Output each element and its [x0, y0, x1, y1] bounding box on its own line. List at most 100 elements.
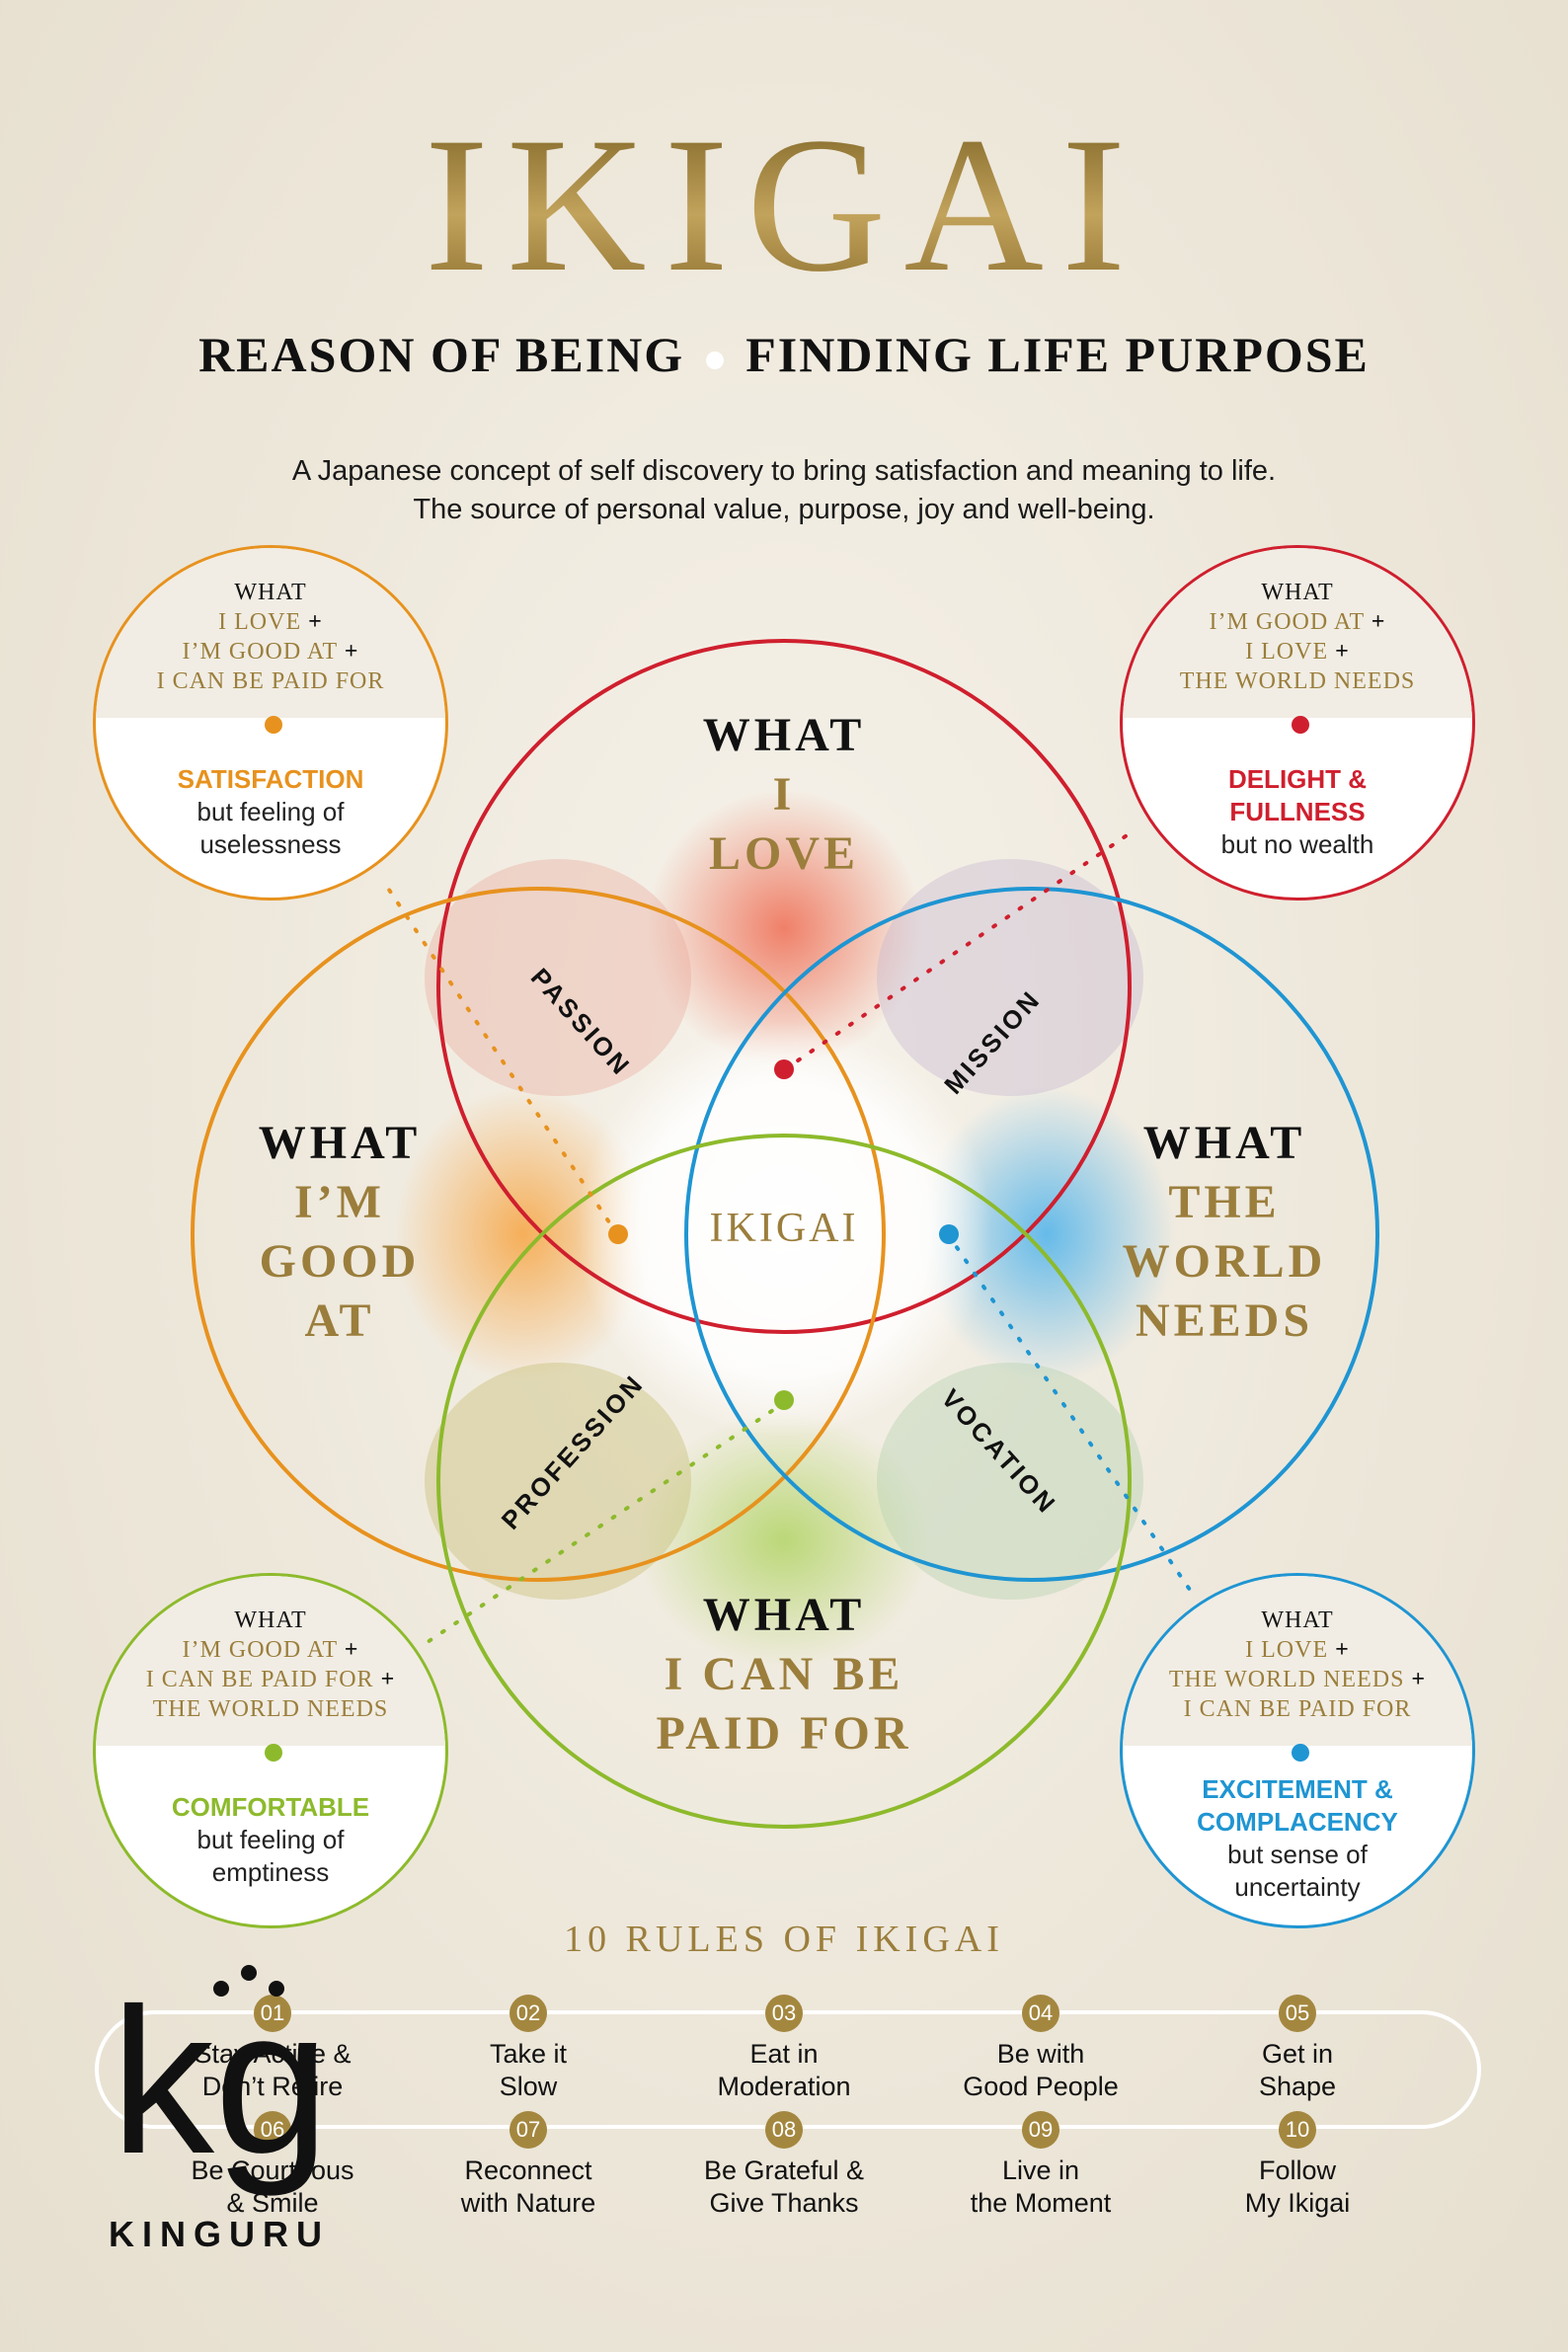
mission-tint — [877, 859, 1143, 1096]
rule-text-line2: Don’t Retire — [201, 2072, 344, 2101]
label-what-i-can-be-paid-for: WHAT I CAN BE PAID FOR — [587, 1586, 981, 1764]
callout-heading-line1: EXCITEMENT & — [1202, 1774, 1393, 1804]
callout-what: WHAT — [1261, 580, 1334, 605]
callout-body-line1: but feeling of — [196, 797, 345, 826]
kinguru-logo-icon: kg — [111, 1965, 330, 2197]
rule-text-line2: & Smile — [226, 2188, 319, 2218]
subtitle-separator-dot — [706, 351, 725, 369]
rule-text-line1: Be with — [996, 2039, 1085, 2069]
callout-conditions: WHAT I’M GOOD AT + I CAN BE PAID FOR + T… — [96, 1606, 445, 1724]
plus-sign: + — [1411, 1667, 1427, 1692]
rule-item: 09 Live in the Moment — [922, 2111, 1159, 2220]
rule-number-badge: 03 — [765, 1995, 803, 2032]
subtitle-left: REASON OF BEING — [198, 327, 685, 382]
callout-body-line1: but sense of — [1227, 1840, 1368, 1869]
callout-heading: COMFORTABLE — [171, 1792, 370, 1822]
rule-text-line2: Give Thanks — [709, 2188, 859, 2218]
callout-top-band — [1123, 548, 1472, 718]
rule-text-line1: Be Courteous — [191, 2156, 354, 2185]
rule-text-line1: Get in — [1261, 2039, 1334, 2069]
label-world-line2: THE — [1168, 1176, 1281, 1228]
rule-number-badge: 04 — [1022, 1995, 1059, 2032]
callout-comfortable: WHAT I’M GOOD AT + I CAN BE PAID FOR + T… — [93, 1573, 448, 1928]
label-paid-line3: PAID FOR — [656, 1707, 912, 1760]
callout-heading-line2: FULLNESS — [1229, 797, 1366, 826]
callout-dot — [1292, 1744, 1309, 1762]
circle-love — [436, 639, 1132, 1334]
callout-what: WHAT — [1261, 1607, 1334, 1633]
rules-title: 10 RULES OF IKIGAI — [564, 1919, 1004, 1960]
rule-text: Stay Active & Don’t Retire — [154, 2038, 391, 2103]
callout-condition-b: I’M GOOD AT — [182, 639, 338, 665]
rule-text-line1: Stay Active & — [194, 2039, 352, 2069]
rule-text: Be Grateful & Give Thanks — [666, 2155, 902, 2220]
rule-text-line1: Be Grateful & — [703, 2156, 865, 2185]
callout-body-line1: but feeling of — [196, 1825, 345, 1854]
intro-line-2: The source of personal value, purpose, j… — [413, 494, 1155, 526]
rule-number-badge: 08 — [765, 2111, 803, 2149]
plus-sign: + — [1335, 639, 1350, 665]
label-good-at-line1: WHAT — [258, 1117, 422, 1169]
rule-text: Be Courteous & Smile — [154, 2155, 391, 2220]
callout-result: SATISFACTION but feeling of uselessness — [96, 763, 445, 861]
rule-item: 06 Be Courteous& Smile — [154, 2111, 391, 2220]
rule-text-line2: Shape — [1258, 2072, 1337, 2101]
callout-heading-line2: COMPLACENCY — [1197, 1807, 1398, 1837]
plus-sign: + — [344, 639, 359, 665]
rule-text: Live in the Moment — [922, 2155, 1159, 2220]
dot-world — [939, 1224, 959, 1244]
callout-conditions: WHAT I LOVE + I’M GOOD AT + I CAN BE PAI… — [96, 578, 445, 696]
rule-text-line1: Live in — [1001, 2156, 1080, 2185]
rule-item: 01 Stay Active & Don’t Retire — [154, 1995, 391, 2103]
brand-name: KINGURU — [109, 2214, 330, 2254]
callout-condition-b: THE WORLD NEEDS — [1168, 1667, 1405, 1692]
intro-line-1: A Japanese concept of self discovery to … — [291, 455, 1277, 487]
callout-condition-c: THE WORLD NEEDS — [1179, 668, 1416, 694]
logo-letters: kg — [111, 1965, 330, 2197]
intro-text: A Japanese concept of self discovery to … — [0, 452, 1568, 529]
rule-text: Eat in Moderation — [666, 2038, 902, 2103]
plus-sign: + — [1371, 609, 1386, 635]
label-what-i-love: WHAT I LOVE — [606, 706, 962, 884]
plus-sign: + — [308, 609, 323, 635]
callout-condition-c: THE WORLD NEEDS — [152, 1696, 389, 1722]
rule-text-line2: Good People — [963, 2072, 1119, 2101]
callout-condition-a: I’M GOOD AT — [182, 1637, 338, 1663]
rule-text: Reconnect with Nature — [410, 2155, 647, 2220]
rule-text-line1: Reconnect — [464, 2156, 592, 2185]
center-glow — [577, 1022, 991, 1437]
label-good-at-line3: GOOD — [259, 1235, 421, 1288]
label-world-line3: WORLD — [1122, 1235, 1327, 1288]
callout-condition-c: I CAN BE PAID FOR — [1183, 1696, 1412, 1722]
callout-dot — [265, 1744, 282, 1762]
callout-top-band — [96, 1576, 445, 1746]
label-paid-line1: WHAT — [702, 1589, 866, 1641]
label-good-at-line4: AT — [304, 1294, 375, 1347]
callout-dot — [1292, 716, 1309, 734]
callout-condition-c: I CAN BE PAID FOR — [156, 668, 385, 694]
callout-satisfaction: WHAT I LOVE + I’M GOOD AT + I CAN BE PAI… — [93, 545, 448, 901]
callout-body-line2: uselessness — [199, 829, 342, 859]
rule-text-line2: the Moment — [970, 2188, 1112, 2218]
rule-text-line1: Eat in — [749, 2039, 819, 2069]
callout-result: DELIGHT & FULLNESS but no wealth — [1123, 763, 1472, 861]
dot-love — [774, 1059, 794, 1079]
rule-item: 08 Be Grateful & Give Thanks — [666, 2111, 902, 2220]
rule-text-line2: Moderation — [717, 2072, 851, 2101]
rule-number-badge: 01 — [254, 1995, 291, 2032]
callout-what: WHAT — [234, 580, 307, 605]
dot-paid — [774, 1390, 794, 1410]
rule-number-badge: 10 — [1279, 2111, 1316, 2149]
plus-sign: + — [344, 1637, 359, 1663]
rule-text: Get in Shape — [1179, 2038, 1416, 2103]
vocation-tint — [877, 1363, 1143, 1600]
rule-number-badge: 09 — [1022, 2111, 1059, 2149]
callout-body-line2: uncertainty — [1234, 1872, 1361, 1902]
rule-text-line2: with Nature — [460, 2188, 596, 2218]
